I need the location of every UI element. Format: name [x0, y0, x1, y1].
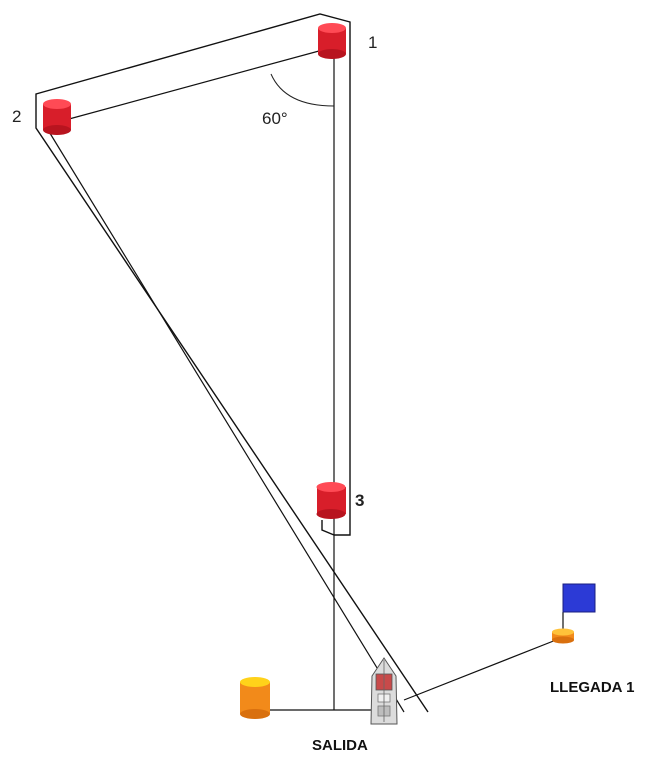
finish-line: [404, 640, 556, 700]
angle-arc: [271, 74, 334, 106]
mark-3-buoy: [317, 482, 347, 519]
rhumb-lines: [48, 48, 556, 712]
mark-1-buoy: [318, 23, 346, 59]
mark-2-buoy: [43, 99, 71, 135]
finish-label: LLEGADA 1: [550, 679, 634, 696]
course-path: [36, 14, 428, 712]
committee-boat-icon: [371, 658, 397, 724]
course-outline: [36, 14, 428, 712]
course-inner-path: [322, 520, 334, 535]
finish-buoy: [552, 612, 574, 644]
start-buoy: [240, 677, 270, 719]
mark-1-label: 1: [368, 33, 377, 52]
mark-3-label: 3: [355, 491, 364, 510]
finish-flag: [563, 584, 595, 612]
angle-label: 60°: [262, 109, 288, 128]
line-mark1-to-mark2: [58, 48, 330, 122]
mark-2-label: 2: [12, 107, 21, 126]
start-label: SALIDA: [312, 737, 368, 754]
